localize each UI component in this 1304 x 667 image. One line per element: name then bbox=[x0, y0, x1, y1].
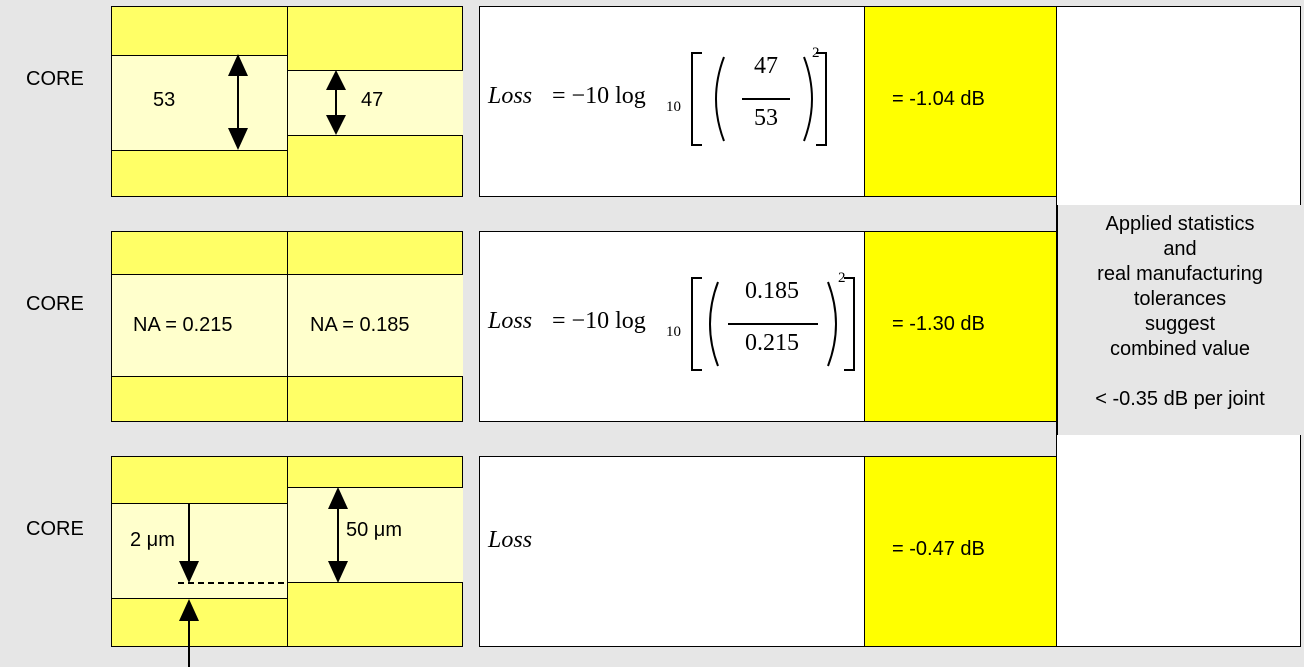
core-diameter-left: 53 bbox=[153, 89, 176, 111]
note-line: < -0.35 dB per joint bbox=[1095, 388, 1265, 410]
fiber-joint-line bbox=[287, 457, 288, 646]
statistics-note-box: Applied statistics and real manufacturin… bbox=[1056, 6, 1302, 647]
offset-label: 2 μm bbox=[130, 529, 175, 551]
formula-box-row3: Loss = -0.47 dB bbox=[479, 456, 1057, 647]
note-line: Applied statistics bbox=[1105, 213, 1255, 235]
core-diameter-right: 47 bbox=[361, 89, 384, 111]
statistics-note: Applied statistics and real manufacturin… bbox=[1057, 205, 1302, 435]
loss-result-row3: = -0.47 dB bbox=[892, 538, 985, 560]
dimension-arrow-left bbox=[228, 54, 248, 150]
core-label-row3: CORE bbox=[26, 518, 84, 540]
note-line: combined value bbox=[1109, 338, 1251, 360]
loss-formula-row3: Loss bbox=[488, 527, 533, 553]
note-line: real manufacturing bbox=[1097, 263, 1263, 285]
fiber-joint-line bbox=[287, 232, 288, 421]
core-label-row1: CORE bbox=[26, 68, 84, 90]
note-line: and bbox=[1163, 238, 1197, 260]
formula-box-row2: Loss = −10 log 10 0.185 0.215 2 = -1.30 … bbox=[479, 231, 1057, 422]
fiber-core-right bbox=[288, 487, 463, 583]
core-label-row2: CORE bbox=[26, 293, 84, 315]
note-line: suggest bbox=[1144, 313, 1216, 335]
core-diameter-label: 50 μm bbox=[346, 519, 402, 541]
fiber-core-right bbox=[288, 70, 463, 136]
note-line: tolerances bbox=[1133, 288, 1227, 310]
result-cell-row2: = -1.30 dB bbox=[864, 232, 1057, 421]
fiber-joint-line bbox=[287, 7, 288, 196]
loss-result-row2: = -1.30 dB bbox=[892, 313, 985, 335]
result-cell-row1: = -1.04 dB bbox=[864, 7, 1057, 196]
loss-formula-row1: Loss = −10 log 10 47 53 2 bbox=[488, 45, 868, 157]
fiber-diagram-row2: NA = 0.215 NA = 0.185 bbox=[111, 231, 463, 422]
result-cell-row3: = -0.47 dB bbox=[864, 457, 1057, 646]
loss-formula-row2: Loss = −10 log 10 0.185 0.215 2 bbox=[488, 270, 868, 382]
fiber-core-left bbox=[112, 55, 288, 151]
fiber-diagram-row1: 53 47 bbox=[111, 6, 463, 197]
dimension-arrows bbox=[178, 487, 348, 667]
loss-result-row1: = -1.04 dB bbox=[892, 88, 985, 110]
formula-box-row1: Loss = −10 log 10 47 53 2 = -1.04 dB bbox=[479, 6, 1057, 197]
dimension-arrow-right bbox=[326, 70, 346, 135]
fiber-diagram-row3: 2 μm 50 μm bbox=[111, 456, 463, 667]
numerical-aperture-left: NA = 0.215 bbox=[133, 314, 233, 336]
numerical-aperture-right: NA = 0.185 bbox=[310, 314, 410, 336]
